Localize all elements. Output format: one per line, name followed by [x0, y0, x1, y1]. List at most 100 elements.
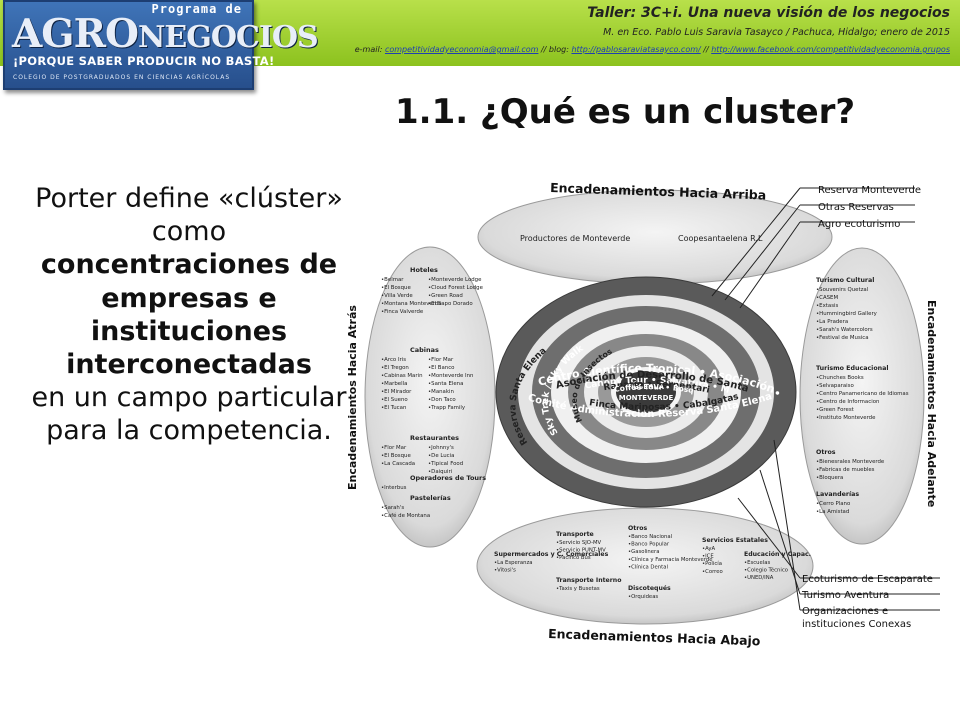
backward-item: •El Banco: [428, 365, 454, 371]
downstream-item: •Vitosi's: [494, 568, 516, 574]
downstream-bubble: [476, 507, 814, 625]
forward-item: •Bloquera: [816, 475, 843, 481]
forward-item: •La Amistad: [816, 509, 849, 515]
backward-group-title: Restaurantes: [410, 434, 459, 442]
backward-item: •De Lucia: [428, 453, 454, 459]
backward-item: •Villa Verde: [381, 293, 413, 299]
logo-tagline: ¡PORQUE SABER PRODUCIR NO BASTA!: [13, 54, 275, 68]
backward-item: •Manakin: [428, 389, 454, 395]
downstream-item: •Servicio SJO-MV: [556, 540, 602, 546]
backward-item: •El Bosque: [381, 285, 411, 291]
forward-bubble: [799, 247, 925, 545]
forward-label: Encadenamientos Hacia Adelante: [925, 300, 938, 507]
downstream-group-title: Discotequés: [628, 584, 671, 592]
forward-item: •Festival de Musica: [816, 335, 869, 341]
core-label-1: RESERVA: [628, 383, 664, 391]
logo-program-text: Programa de: [151, 2, 242, 16]
backward-item: •Cabinas Marin: [381, 373, 423, 379]
core-label-2: MONTEVERDE: [619, 394, 674, 402]
backward-item: •Johnny's: [428, 445, 454, 451]
forward-item: •Selvaparaiso: [816, 383, 854, 389]
backward-item: •Monteverde Inn: [428, 373, 473, 379]
backward-item: •El Bosque: [381, 453, 411, 459]
upstream-item-2: Coopesantaelena R.L: [678, 234, 763, 243]
forward-item: •Hummingbird Gallery: [816, 311, 878, 317]
workshop-title: Taller: 3C+i. Una nueva visión de los ne…: [587, 5, 950, 21]
forward-groups: Turismo Cultural •Souvenirs Quetzal •CASEM…: [816, 277, 909, 515]
backward-item: •Finca Valverde: [381, 309, 424, 315]
forward-group-title: Turismo Cultural: [816, 277, 874, 284]
backward-item: •Tipical Food: [428, 461, 463, 467]
backward-item: •Monteverde Lodge: [428, 277, 482, 283]
forward-item: •Centro de Informacion: [816, 399, 879, 405]
backward-item: •Sarah's: [381, 505, 404, 511]
backward-item: •Flor Mar: [381, 445, 407, 451]
backward-label: Encadenamientos Hacia Atrás: [346, 305, 359, 490]
backward-group-title: Operadores de Tours: [410, 474, 486, 482]
downstream-item: •Clínica y Farmacia Monteverde: [628, 556, 712, 563]
backward-groups: Hoteles •Belmar •El Bosque •Villa Verde •Mon…: [381, 266, 486, 519]
downstream-item: •La Esperanza: [494, 560, 533, 566]
forward-item: •Bienesrales Monteverde: [816, 459, 885, 465]
backward-item: •Café de Montana: [381, 512, 430, 519]
forward-group-title: Lavanderías: [816, 490, 859, 498]
downstream-item: •UNED/INA: [744, 575, 774, 581]
backward-item: •Flor Mar: [428, 357, 454, 363]
downstream-item: •Pacifico Bus: [556, 555, 591, 561]
forward-item: •Fabricas de muebles: [816, 467, 875, 473]
definition-intro: Porter define «clúster» como: [35, 183, 343, 248]
agronegocios-logo: Programa de AGRONEGOCIOS ¡PORQUE SABER P…: [3, 0, 319, 90]
backward-item: •El Tucan: [381, 405, 406, 411]
backward-bubble: [364, 246, 496, 548]
backward-item: •Don Taco: [428, 397, 456, 403]
downstream-item: •Orquideas: [628, 594, 658, 600]
downstream-group-title: Educación y Capac.: [744, 550, 811, 558]
email-link[interactable]: competitividadyeconomia@gmail.com: [384, 45, 539, 54]
downstream-item: •AyA: [702, 546, 716, 552]
logo-brand-second: NEGOCIOS: [137, 20, 319, 55]
downstream-item: •Policía: [702, 560, 722, 567]
email-label: e-mail:: [354, 45, 385, 54]
forward-item: •Sarah's Watercolors: [816, 327, 873, 333]
forward-item: •La Pradera: [816, 319, 848, 325]
backward-item: •Daiquiri: [428, 469, 452, 475]
logo-college: COLEGIO DE POSTGRADUADOS EN CIENCIAS AGR…: [13, 74, 231, 81]
callout-otras-reservas: Otras Reservas: [818, 202, 894, 213]
backward-item: •Arco Iris: [381, 357, 406, 363]
downstream-group-title: Transporte Interno: [556, 577, 621, 584]
contact-links: e-mail: competitividadyeconomia@gmail.co…: [355, 45, 950, 54]
logo-brand-first: AGRO: [12, 11, 139, 57]
forward-item: •Extasis: [816, 303, 838, 309]
blog-link[interactable]: http://pablosaraviatasayco.com/: [571, 45, 701, 54]
forward-item: •CASEM: [816, 295, 838, 301]
backward-item: •El Sueno: [381, 397, 408, 403]
backward-item: •Green Road: [428, 293, 463, 299]
backward-item: •Interbus: [381, 485, 407, 491]
callout-instituciones-conexas: instituciones Conexas: [802, 619, 911, 630]
downstream-item: •Colegio Técnico: [744, 567, 788, 574]
logo-brand: AGRONEGOCIOS: [12, 11, 319, 57]
backward-item: •Belmar: [381, 277, 404, 283]
downstream-group-title: Otros: [628, 525, 648, 532]
downstream-groups: Supermercados y C. Comerciales•La Espera…: [494, 525, 811, 600]
downstream-item: •Banco Popular: [628, 542, 670, 548]
definition-bold: concentraciones de empresas e institucio…: [40, 249, 338, 381]
facebook-link[interactable]: http://www.facebook.com/competitividadye…: [711, 45, 950, 54]
blog-label: // blog:: [538, 45, 572, 54]
callout-agro-ecoturismo: Agro ecoturismo: [818, 219, 900, 230]
downstream-item: •Clínica Dental: [628, 563, 668, 570]
forward-item: •Centro Panamericano de Idiomas: [816, 391, 909, 397]
downstream-item: •Gasolinera: [628, 549, 659, 555]
downstream-group-title: Servicios Estatales: [702, 537, 768, 544]
forward-item: •Souvenirs Quetzal: [816, 287, 868, 293]
backward-group-title: Hoteles: [410, 266, 438, 274]
definition-end: en un campo particular para la competenc…: [31, 382, 347, 447]
backward-item: •El Sapo Dorado: [428, 301, 473, 307]
callout-lines: [711, 187, 940, 611]
downstream-item: •Banco Nacional: [628, 534, 672, 540]
backward-item: •El Tregon: [381, 365, 409, 371]
backward-item: •Santa Elena: [428, 381, 463, 387]
backward-item: •Montana Monteverde: [381, 301, 442, 307]
